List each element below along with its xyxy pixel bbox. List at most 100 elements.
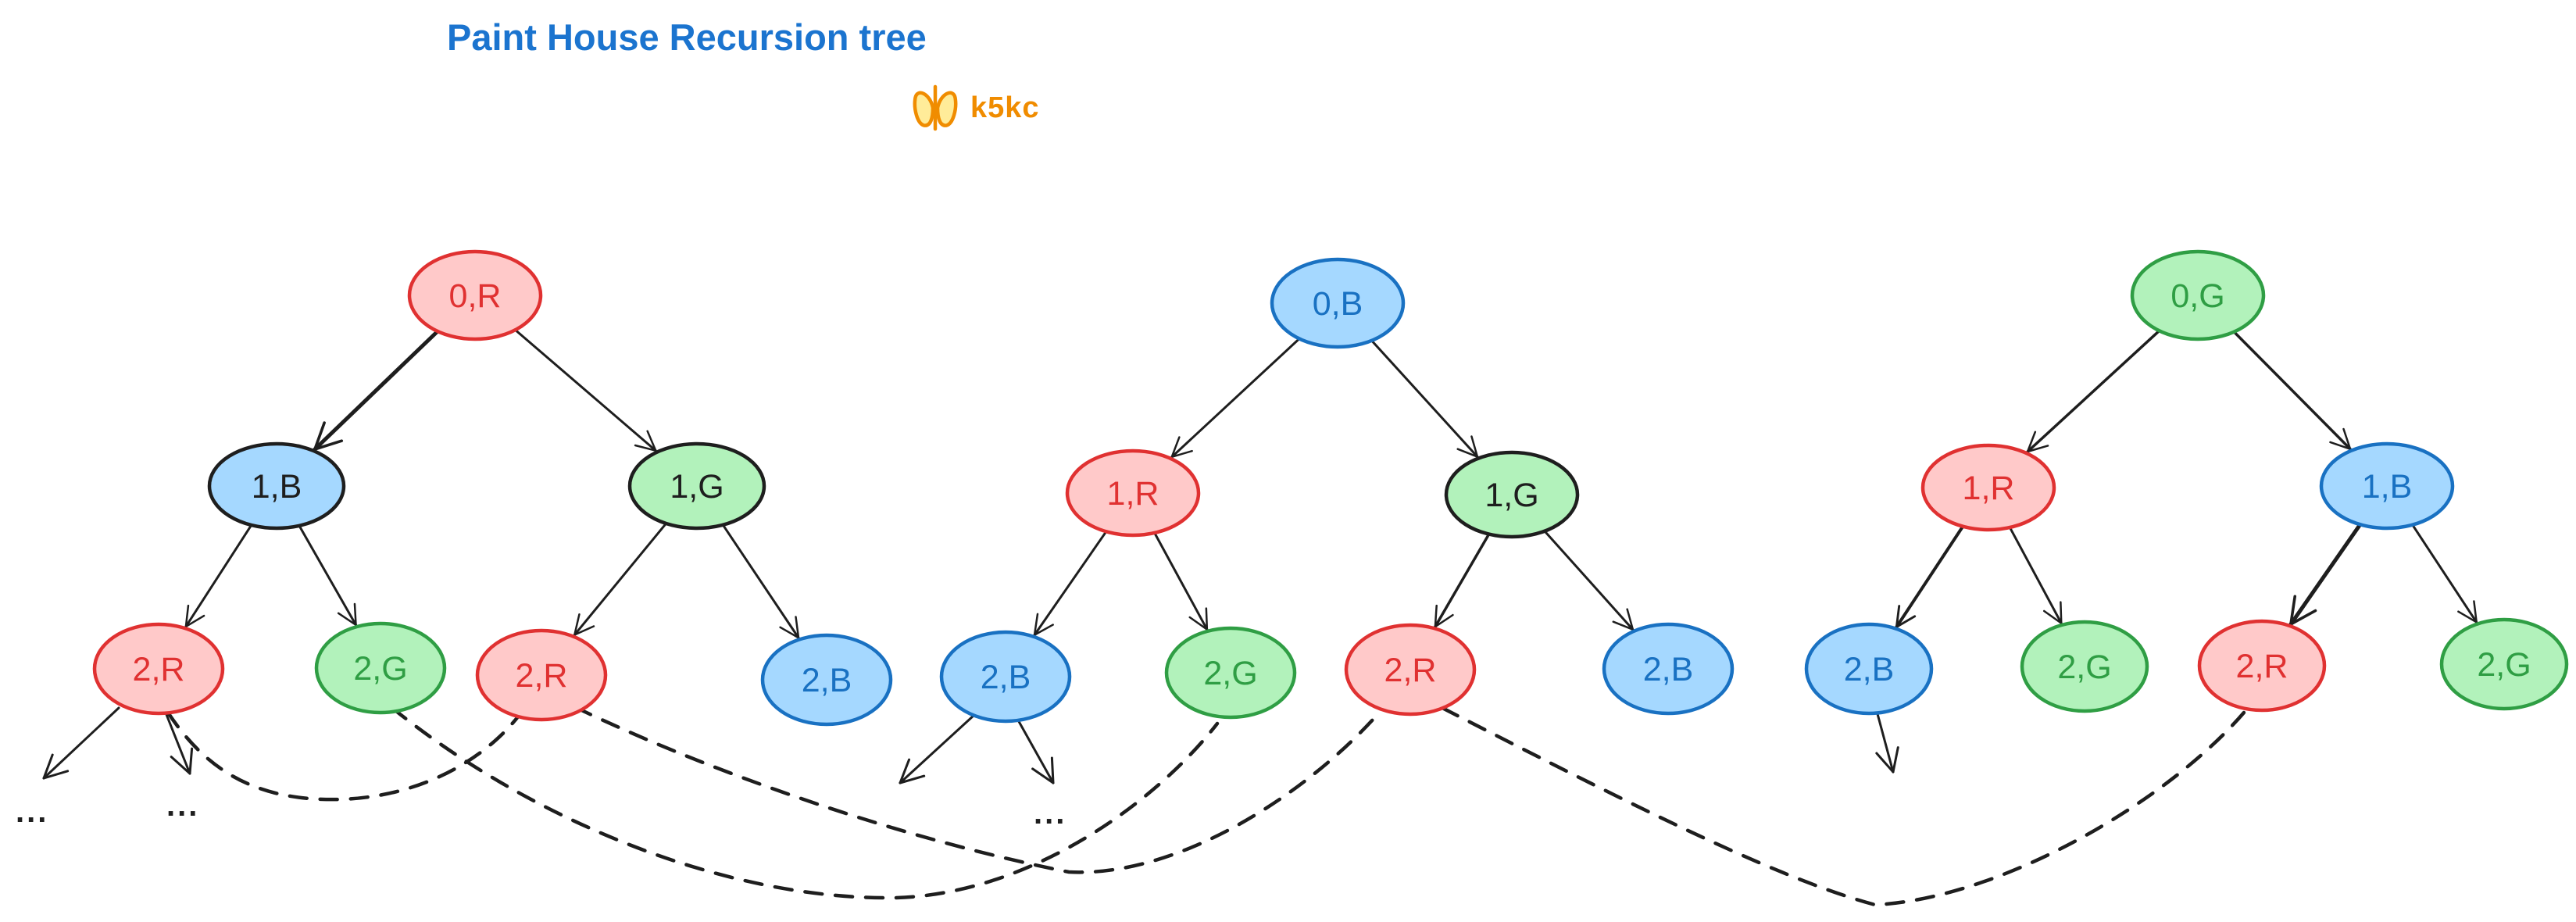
node-label: 2,G bbox=[1203, 655, 1257, 692]
edge-line bbox=[899, 713, 976, 784]
arrowhead-icon bbox=[2457, 610, 2478, 624]
node-label: 1,R bbox=[1107, 475, 1159, 513]
edge-line bbox=[513, 328, 657, 452]
tree-node-t2-0B: 0,B bbox=[1270, 257, 1406, 349]
tree-edge-t2-1G-t2-2R bbox=[1434, 532, 1491, 628]
node-label: 1,G bbox=[670, 468, 723, 506]
arrowhead-icon bbox=[1626, 608, 1635, 631]
arrowhead-icon bbox=[353, 602, 357, 627]
arrowhead-icon bbox=[634, 444, 657, 452]
arrowhead-icon bbox=[1170, 436, 1181, 459]
tree-node-t1-1G: 1,G bbox=[627, 441, 766, 531]
recursion-continues-arrow bbox=[1015, 716, 1055, 784]
arrowhead-icon bbox=[2289, 595, 2297, 626]
recursion-continues-arrow bbox=[899, 713, 976, 784]
ellipsis-mark: ... bbox=[16, 795, 48, 829]
arrowhead-icon bbox=[1456, 448, 1479, 458]
tree-edge-t1-1G-t1-2B bbox=[721, 524, 800, 639]
node-label: 0,R bbox=[449, 277, 502, 315]
memo-dashed-link-2R-tree1a-to-2R-tree1b bbox=[166, 710, 521, 802]
tree-edge-t3-0G-t3-1R bbox=[2026, 329, 2161, 453]
arrowhead-icon bbox=[2329, 441, 2352, 450]
node-ellipse bbox=[939, 630, 1072, 724]
arrowhead-icon bbox=[184, 604, 190, 628]
node-label: 1,R bbox=[1963, 470, 2015, 507]
edge-line bbox=[184, 524, 253, 628]
arrowhead-icon bbox=[170, 756, 191, 775]
node-ellipse bbox=[1344, 623, 1477, 717]
arrowhead-icon bbox=[646, 430, 657, 452]
arrowhead-icon bbox=[2026, 431, 2037, 453]
tree-node-t3-0G: 0,G bbox=[2130, 249, 2266, 341]
tree-node-t1-2B: 2,B bbox=[760, 633, 893, 727]
node-label: 1,B bbox=[252, 468, 302, 506]
node-label: 2,R bbox=[1384, 652, 1437, 689]
node-ellipse bbox=[2319, 441, 2455, 531]
tree-edge-t3-1B-t3-2Gb bbox=[2411, 524, 2478, 624]
edge-line bbox=[2232, 330, 2352, 451]
edge-line bbox=[1015, 716, 1055, 784]
arrowhead-icon bbox=[1050, 756, 1055, 784]
tree-edge-t2-1R-t2-2G bbox=[1153, 531, 1209, 631]
recursion-continues-arrow bbox=[1875, 709, 1899, 774]
node-label: 2,R bbox=[516, 657, 568, 695]
arrowhead-icon bbox=[795, 616, 800, 639]
node-ellipse bbox=[1602, 622, 1735, 716]
tree-edge-t1-1B-t1-2G bbox=[298, 524, 358, 627]
node-ellipse bbox=[1920, 443, 2056, 532]
arrowhead-icon bbox=[1434, 613, 1454, 628]
tree-edge-t3-0G-t3-1B bbox=[2232, 330, 2352, 451]
edge-line bbox=[1434, 532, 1491, 628]
edge-line bbox=[1370, 339, 1479, 459]
tree-node-t2-2R: 2,R bbox=[1344, 623, 1477, 717]
node-ellipse bbox=[1164, 626, 1297, 720]
tree-node-t3-2Ga: 2,G bbox=[2020, 620, 2149, 713]
tree-edge-t2-0B-t2-1R bbox=[1170, 337, 1301, 459]
arrowhead-icon bbox=[899, 774, 926, 784]
node-ellipse bbox=[407, 249, 543, 341]
node-ellipse bbox=[92, 622, 225, 716]
arrowhead-icon bbox=[2026, 445, 2049, 453]
edge-line bbox=[721, 524, 800, 639]
tree-node-t3-2R: 2,R bbox=[2197, 619, 2327, 713]
node-ellipse bbox=[627, 441, 766, 531]
tree-node-t3-2B: 2,B bbox=[1804, 622, 1934, 716]
memo-dashed-link-2R-tree1b-to-2R-tree2 bbox=[573, 705, 1383, 874]
arrowhead-icon bbox=[2473, 600, 2478, 624]
arrowhead-icon bbox=[1031, 767, 1055, 784]
tree-edge-t1-0R-t1-1B bbox=[313, 329, 440, 452]
arrowhead-icon bbox=[337, 612, 357, 627]
tree-node-t3-2Gb: 2,G bbox=[2439, 617, 2569, 711]
node-ellipse bbox=[314, 621, 447, 715]
tree-node-t2-2G: 2,G bbox=[1164, 626, 1297, 720]
arrowhead-icon bbox=[1033, 624, 1054, 636]
arrowhead-icon bbox=[1205, 607, 1209, 631]
edge-line bbox=[2008, 526, 2063, 625]
node-label: 0,B bbox=[1313, 285, 1363, 323]
edge-line bbox=[2411, 524, 2478, 624]
ellipsis-mark: ... bbox=[1034, 796, 1066, 831]
arrowhead-icon bbox=[1612, 620, 1635, 631]
arrowhead-icon bbox=[313, 421, 326, 451]
edge-line bbox=[2288, 522, 2363, 627]
arrowhead-icon bbox=[1170, 449, 1193, 459]
edge-line bbox=[1895, 524, 1965, 629]
arrowhead-icon bbox=[188, 747, 194, 775]
arrowhead-icon bbox=[2060, 601, 2063, 624]
logo-text: k5kc bbox=[970, 91, 1040, 124]
node-label: 2,R bbox=[133, 651, 185, 688]
tree-node-t2-1G: 1,G bbox=[1444, 450, 1580, 539]
arrowhead-icon bbox=[42, 753, 54, 780]
tree-edge-t1-1G-t1-2Rb bbox=[573, 522, 668, 637]
memo-dashed-link-2G-tree1-to-2G-tree2 bbox=[390, 706, 1220, 900]
page-title: Paint House Recursion tree bbox=[447, 16, 927, 58]
tree-node-t3-1R: 1,R bbox=[1920, 443, 2056, 532]
tree-node-t2-2Ba: 2,B bbox=[939, 630, 1072, 724]
edge-line bbox=[42, 706, 120, 780]
node-label: 2,G bbox=[2477, 646, 2531, 684]
arrowhead-icon bbox=[42, 770, 70, 780]
node-label: 1,B bbox=[2362, 468, 2413, 506]
arrowhead-icon bbox=[2043, 609, 2063, 624]
node-ellipse bbox=[2130, 249, 2266, 341]
